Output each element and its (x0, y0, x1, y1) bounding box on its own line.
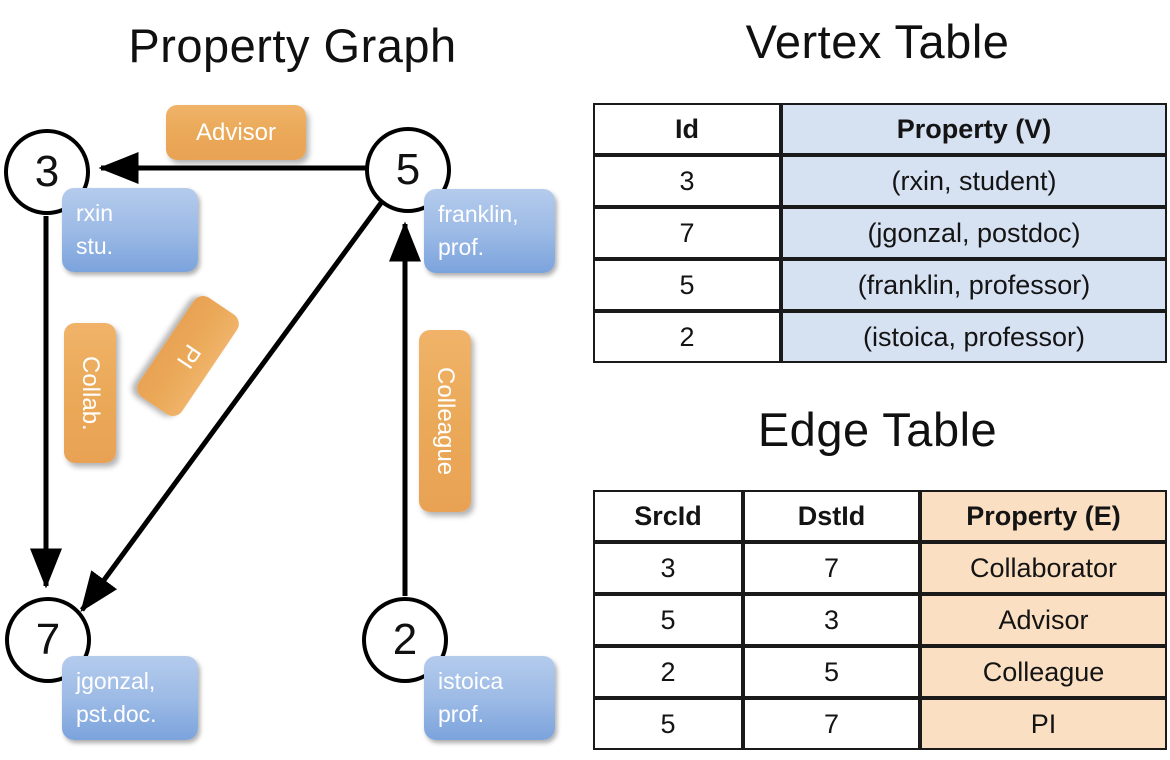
cell-id: 5 (593, 259, 781, 311)
edge-line-pi (79, 201, 384, 613)
table-row[interactable]: 3 (rxin, student) (593, 155, 1167, 207)
cell-srcid: 5 (593, 698, 743, 750)
cell-dstid: 7 (743, 542, 920, 594)
cell-dstid: 7 (743, 698, 920, 750)
node-property-line: stu. (76, 233, 114, 260)
table-row[interactable]: 5 3 Advisor (593, 594, 1167, 646)
vertex-table: Id Property (V) 3 (rxin, student) 7 (jgo… (593, 103, 1167, 363)
table-row[interactable]: 2 (istoica, professor) (593, 311, 1167, 363)
page-title-edge-table: Edge Table (757, 403, 998, 456)
node-property-line: pst.doc. (76, 701, 157, 728)
page-title-vertex-table: Vertex Table (745, 15, 1010, 68)
node-property-line: istoica (438, 668, 504, 694)
node-property-box-5: franklin, prof. (424, 189, 555, 273)
column-header-srcid: SrcId (593, 490, 743, 542)
column-header-property-e: Property (E) (920, 490, 1167, 542)
cell-id: 7 (593, 207, 781, 259)
cell-property: (istoica, professor) (781, 311, 1167, 363)
cell-property: Collaborator (920, 542, 1167, 594)
table-row[interactable]: 2 5 Colleague (593, 646, 1167, 698)
column-header-property-v: Property (V) (781, 103, 1167, 155)
cell-property: (rxin, student) (781, 155, 1167, 207)
graph-edge-lines (30, 152, 421, 613)
cell-property: (jgonzal, postdoc) (781, 207, 1167, 259)
table-row[interactable]: 3 7 Collaborator (593, 542, 1167, 594)
cell-property: (franklin, professor) (781, 259, 1167, 311)
table-header-row: Id Property (V) (593, 103, 1167, 155)
graph-node-5[interactable]: 5 (365, 127, 451, 213)
cell-property: PI (920, 698, 1167, 750)
node-property-box-2: istoica prof. (424, 656, 555, 740)
node-property-box-7: jgonzal, pst.doc. (62, 656, 198, 740)
edge-table: SrcId DstId Property (E) 3 7 Collaborato… (593, 490, 1167, 750)
property-graph-diagram: 3 5 7 2 rxin stu. franklin, prof. jgonza… (4, 105, 555, 740)
column-header-dstid: DstId (743, 490, 920, 542)
edge-label-colleague: Colleague (419, 330, 471, 512)
page-title-property-graph: Property Graph (128, 19, 457, 72)
cell-property: Colleague (920, 646, 1167, 698)
table-row[interactable]: 5 7 PI (593, 698, 1167, 750)
cell-id: 2 (593, 311, 781, 363)
node-property-line: franklin, (438, 201, 519, 227)
node-property-line: prof. (438, 234, 485, 261)
cell-srcid: 5 (593, 594, 743, 646)
node-property-line: prof. (438, 701, 485, 728)
edge-label-collab: Collab. (64, 323, 116, 463)
cell-srcid: 2 (593, 646, 743, 698)
cell-dstid: 5 (743, 646, 920, 698)
edge-label-advisor: Advisor (166, 105, 306, 160)
node-property-line: rxin (76, 200, 114, 226)
node-property-box-3: rxin stu. (62, 188, 198, 272)
cell-dstid: 3 (743, 594, 920, 646)
cell-id: 3 (593, 155, 781, 207)
cell-srcid: 3 (593, 542, 743, 594)
column-header-id: Id (593, 103, 781, 155)
cell-property: Advisor (920, 594, 1167, 646)
table-header-row: SrcId DstId Property (E) (593, 490, 1167, 542)
graph-node-2[interactable]: 2 (362, 597, 448, 683)
table-row[interactable]: 7 (jgonzal, postdoc) (593, 207, 1167, 259)
node-property-line: jgonzal, (76, 668, 156, 694)
table-row[interactable]: 5 (franklin, professor) (593, 259, 1167, 311)
